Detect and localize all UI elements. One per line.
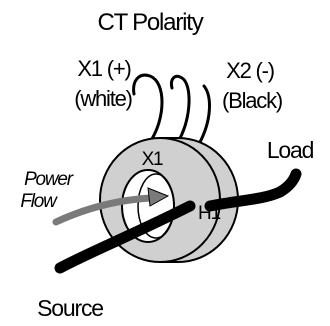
- x1-secondary-lead: [132, 73, 164, 144]
- x1-terminal-label: X1 (+): [77, 56, 130, 81]
- core-x1-label: X1: [142, 149, 163, 170]
- x1-color-label: (white): [74, 86, 132, 111]
- core-h1-label: H1: [198, 203, 221, 224]
- x2-secondary-lead: [170, 74, 191, 144]
- power-flow-arrow-shaft: [52, 194, 154, 226]
- primary-conductor-load: [204, 168, 302, 212]
- power-flow-arrow: [52, 187, 170, 226]
- load-label: Load: [267, 137, 314, 163]
- ct-core-window-depth: [137, 173, 175, 239]
- x2-color-label: (Black): [222, 88, 282, 113]
- power-flow-label-line2: Flow: [20, 191, 58, 212]
- primary-conductor-source: [54, 200, 196, 274]
- source-label: Source: [37, 295, 103, 321]
- x2-secondary-lead-tail: [197, 84, 211, 146]
- power-flow-label-line1: Power: [24, 169, 74, 190]
- power-flow-arrow-head: [147, 187, 170, 207]
- diagram-title: CT Polarity: [97, 9, 203, 36]
- x2-terminal-label: X2 (-): [226, 58, 274, 83]
